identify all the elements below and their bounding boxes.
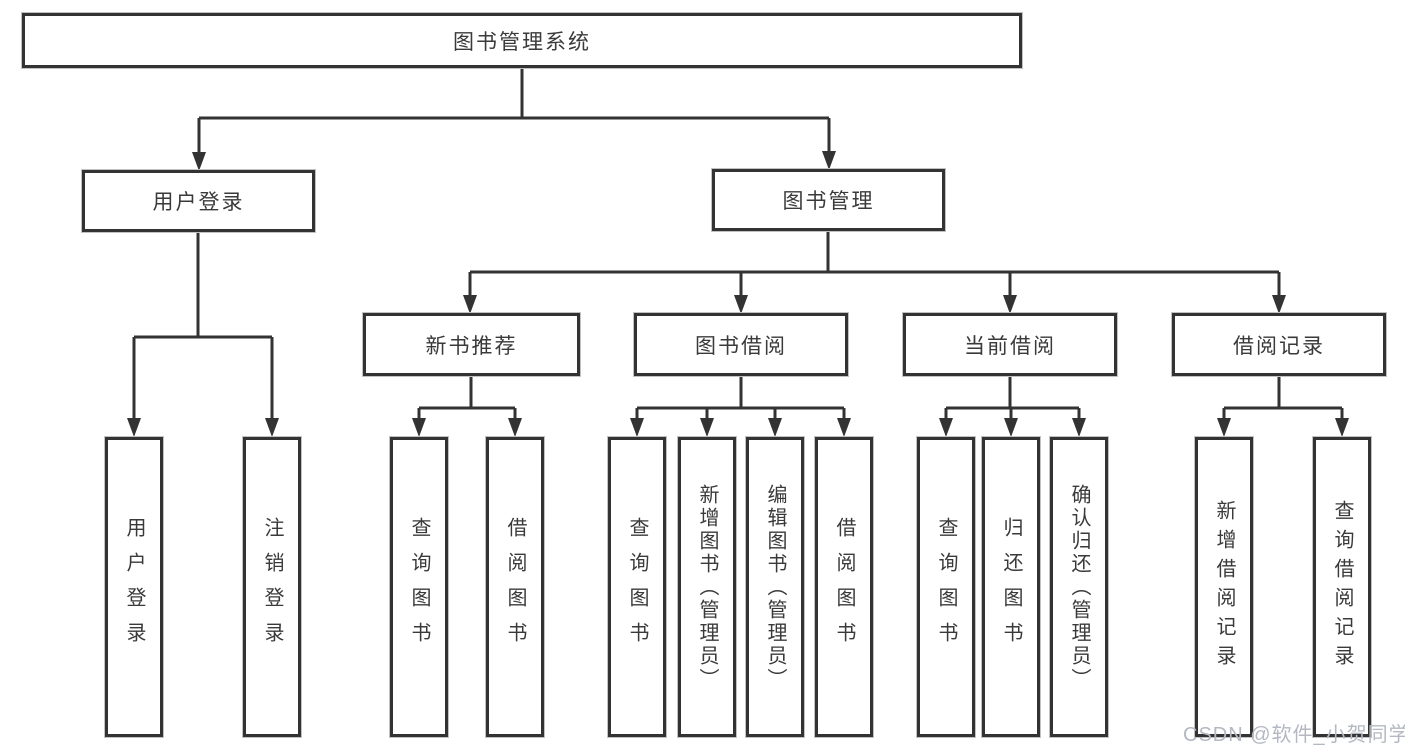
leaf-query-borrow-record-label: 查询借阅记录: [1331, 500, 1353, 674]
leaf-edit-book-admin-label: 编辑图书（管理员）: [764, 483, 786, 691]
leaf-query-books-3: 查询图书: [917, 437, 975, 737]
node-root-label: 图书管理系统: [453, 30, 591, 54]
node-book-borrow-label: 图书借阅: [695, 334, 787, 358]
leaf-query-books-1-label: 查询图书: [408, 517, 430, 657]
leaf-user-login-label: 用户登录: [123, 517, 145, 657]
node-borrow-records-label: 借阅记录: [1233, 334, 1325, 358]
leaf-add-book-admin: 新增图书（管理员）: [678, 437, 736, 737]
edge-arrowheads: [127, 151, 1349, 437]
leaf-confirm-return-admin: 确认归还（管理员）: [1050, 437, 1108, 737]
node-current-borrow: 当前借阅: [903, 313, 1117, 376]
leaf-query-borrow-record: 查询借阅记录: [1313, 437, 1371, 737]
node-new-book-recommend: 新书推荐: [363, 313, 580, 376]
leaf-return-books: 归还图书: [982, 437, 1040, 737]
node-root: 图书管理系统: [22, 13, 1022, 68]
node-current-borrow-label: 当前借阅: [964, 334, 1056, 358]
leaf-borrow-books-1: 借阅图书: [486, 437, 544, 737]
node-book-borrow: 图书借阅: [634, 313, 848, 376]
leaf-borrow-books-2: 借阅图书: [815, 437, 873, 737]
leaf-query-books-2: 查询图书: [608, 437, 666, 737]
leaf-add-borrow-record: 新增借阅记录: [1195, 437, 1253, 737]
leaf-borrow-books-1-label: 借阅图书: [504, 517, 526, 657]
leaf-query-books-2-label: 查询图书: [626, 517, 648, 657]
leaf-edit-book-admin: 编辑图书（管理员）: [746, 437, 804, 737]
leaf-confirm-return-admin-label: 确认归还（管理员）: [1068, 483, 1090, 691]
leaf-add-borrow-record-label: 新增借阅记录: [1213, 500, 1235, 674]
leaf-return-books-label: 归还图书: [1000, 517, 1022, 657]
leaf-add-book-admin-label: 新增图书（管理员）: [696, 483, 718, 691]
leaf-query-books-1: 查询图书: [390, 437, 448, 737]
leaf-logout-label: 注销登录: [261, 517, 283, 657]
node-user-login-group-label: 用户登录: [152, 191, 245, 214]
leaf-user-login: 用户登录: [105, 437, 163, 737]
node-book-management-label: 图书管理: [782, 190, 875, 213]
node-user-login-group: 用户登录: [82, 170, 315, 232]
edge-lines: [132, 68, 1344, 421]
node-book-management: 图书管理: [712, 169, 945, 231]
leaf-query-books-3-label: 查询图书: [935, 517, 957, 657]
leaf-borrow-books-2-label: 借阅图书: [833, 517, 855, 657]
node-borrow-records: 借阅记录: [1172, 313, 1386, 376]
leaf-logout: 注销登录: [243, 437, 301, 737]
csdn-watermark: CSDN @软件_小贺同学: [1183, 724, 1405, 746]
node-new-book-recommend-label: 新书推荐: [425, 334, 518, 358]
